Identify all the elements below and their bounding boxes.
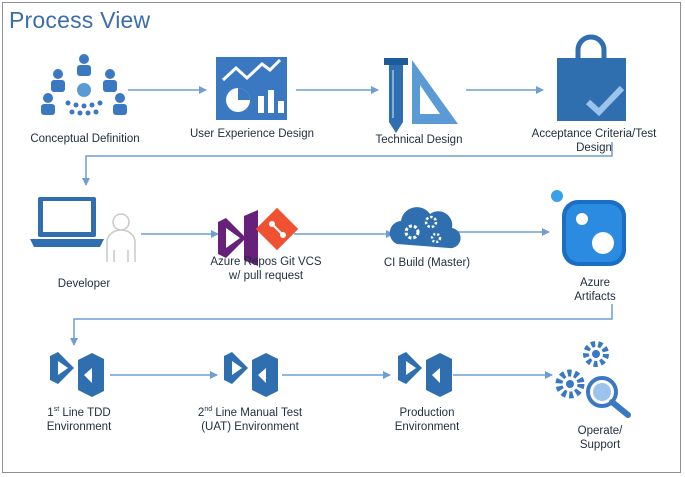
- chart-icon: [216, 57, 287, 120]
- diagram-frame: [2, 2, 681, 473]
- label-developer: Developer: [57, 278, 111, 290]
- visual-studio-icon: [50, 352, 104, 397]
- people-group-icon: [41, 54, 127, 116]
- cloud-gears-icon: [389, 207, 461, 249]
- artifacts-icon: [551, 190, 626, 266]
- arrow-artifacts-to-tdd: [70, 304, 613, 346]
- bag-check-icon: [557, 34, 626, 121]
- vs-git-icon: [218, 207, 299, 266]
- label-tdd-environment: 1st Line TDD Environment: [46, 406, 112, 433]
- label-uat-environment: 2nd Line Manual Test (UAT) Environment: [197, 406, 303, 433]
- label-acceptance-criteria: Acceptance Criteria/Test Design: [531, 128, 657, 154]
- visual-studio-icon: [398, 352, 452, 397]
- gears-magnifier-icon: [555, 341, 631, 418]
- label-operate-support: Operate/ Support: [577, 425, 623, 451]
- laptop-person-icon: [30, 197, 136, 262]
- label-ci-build: CI Build (Master): [383, 257, 471, 269]
- visual-studio-icon: [224, 352, 278, 397]
- drafting-tools-icon: [384, 58, 458, 133]
- label-azure-repos: Azure Repos Git VCS w/ pull request: [210, 256, 322, 282]
- page-title: Process View: [9, 7, 151, 33]
- label-technical-design: Technical Design: [375, 134, 463, 146]
- label-azure-artifacts: Azure Artifacts: [574, 277, 616, 303]
- connector-arrows: [70, 86, 613, 379]
- arrow-acceptance-to-developer: [82, 142, 613, 186]
- label-production-environment: Production Environment: [394, 407, 460, 433]
- label-conceptual-definition: Conceptual Definition: [30, 133, 140, 145]
- label-user-experience-design: User Experience Design: [189, 128, 314, 140]
